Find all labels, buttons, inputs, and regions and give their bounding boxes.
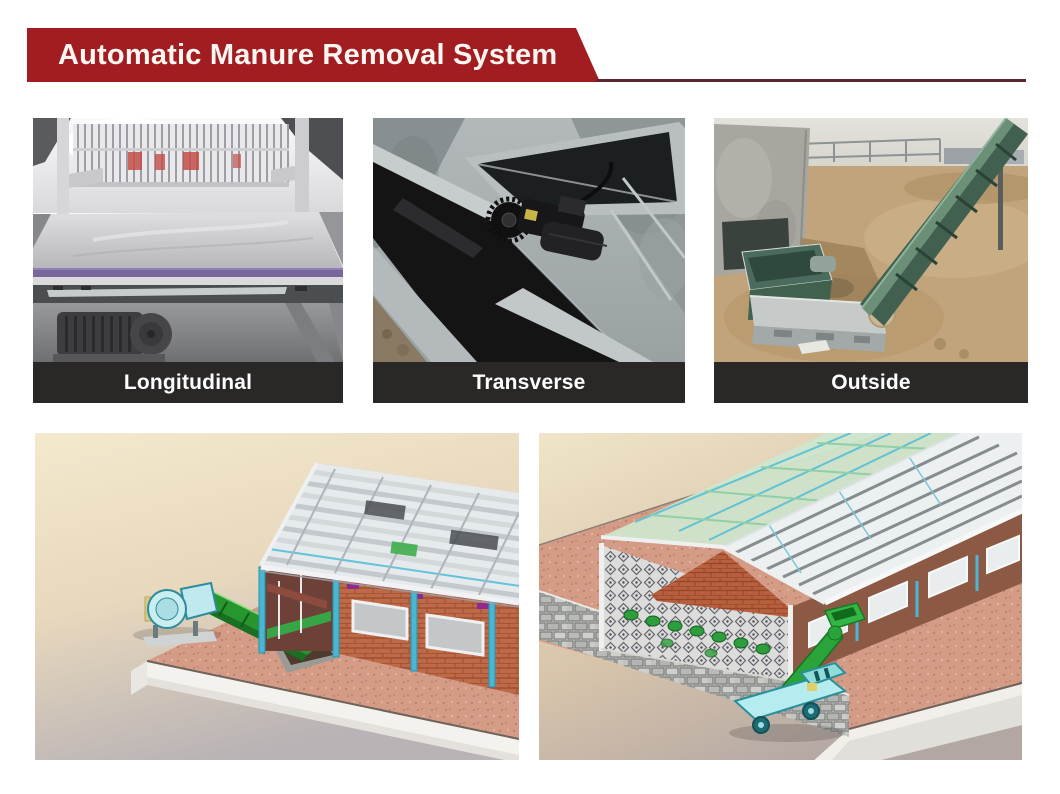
belt-rail-upper <box>373 144 505 222</box>
belt-rail-lower <box>373 246 477 362</box>
outside-conveyor-illustration <box>714 118 1028 362</box>
caption-outside: Outside <box>714 362 1028 403</box>
photo-card-transverse: Transverse <box>373 118 685 403</box>
longitudinal-belt-illustration <box>33 118 343 362</box>
background-steel-structure <box>797 138 941 162</box>
caption-transverse: Transverse <box>373 362 685 403</box>
gear-motor <box>485 161 614 261</box>
longitudinal-photo <box>33 118 343 362</box>
debris-paper <box>798 340 830 354</box>
frame-post-left <box>57 118 69 214</box>
scraper-beam <box>33 285 343 303</box>
title-banner: Automatic Manure Removal System <box>27 28 600 82</box>
green-roof-slope <box>601 433 959 547</box>
transverse-photo <box>373 118 685 362</box>
transverse-belt-illustration <box>373 118 685 362</box>
render-house-side <box>35 433 519 760</box>
white-roof-slope <box>722 433 1022 606</box>
inclined-conveyor <box>860 118 1028 326</box>
drive-motor <box>53 312 172 362</box>
window <box>425 613 485 657</box>
render-house-gable <box>539 433 1022 760</box>
gable-wall <box>599 535 826 683</box>
belt-purple-edge <box>33 268 343 277</box>
photo-card-longitudinal: Longitudinal <box>33 118 343 403</box>
caption-label: Outside <box>831 370 911 394</box>
caption-longitudinal: Longitudinal <box>33 362 343 403</box>
window <box>351 599 409 641</box>
house-gable-illustration <box>539 433 1022 760</box>
dirt-corner <box>373 296 427 362</box>
transverse-trough <box>465 122 685 301</box>
roof-structure <box>259 462 519 608</box>
caption-label: Transverse <box>472 370 586 394</box>
caption-label: Longitudinal <box>123 370 253 394</box>
house-side-illustration <box>35 433 519 760</box>
manure-conveyor-cart <box>729 602 867 742</box>
horizontal-conveyor <box>749 295 886 352</box>
page-title: Automatic Manure Removal System <box>58 38 558 71</box>
cage-rows <box>73 124 289 187</box>
banner-underline <box>596 79 1026 82</box>
collection-machine <box>133 581 221 647</box>
outside-photo <box>714 118 1028 362</box>
photo-card-outside: Outside <box>714 118 1028 403</box>
manure-belt-surface <box>33 212 343 270</box>
frame-post-right <box>295 118 309 230</box>
